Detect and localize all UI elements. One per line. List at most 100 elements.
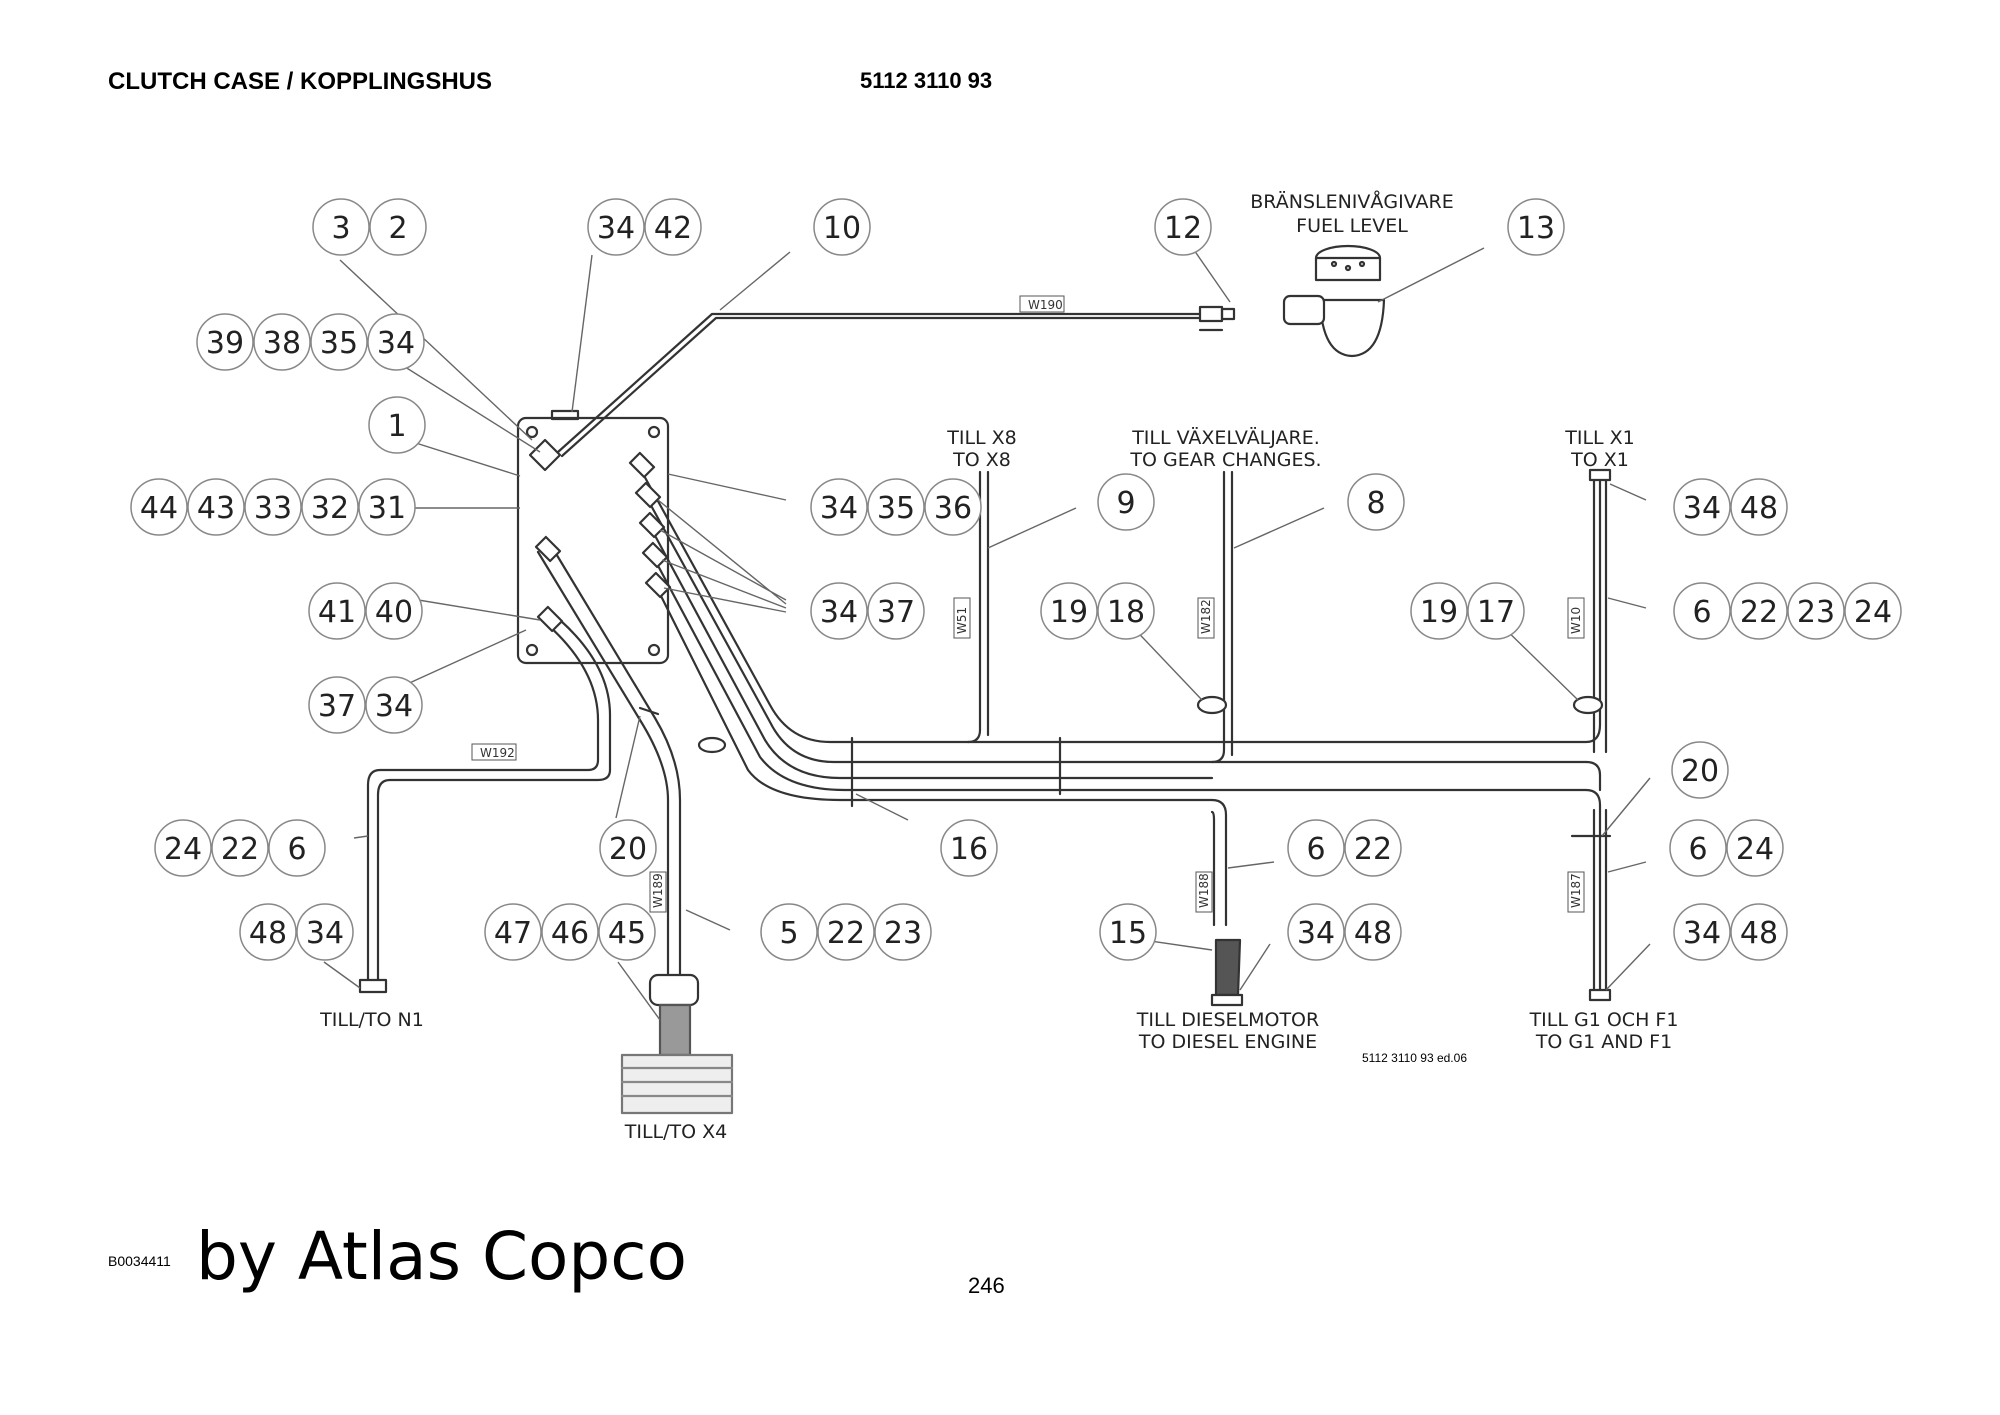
balloon-circle: [1287, 903, 1345, 961]
balloon-number: 24: [164, 832, 202, 867]
wire-label: W189: [651, 873, 665, 908]
clutch-case-box: [516, 416, 670, 665]
balloon-circle: [154, 819, 212, 877]
balloon-number: 34: [597, 211, 635, 246]
balloon-circle: [1673, 582, 1731, 640]
balloon-circle: [365, 676, 423, 734]
balloon-number: 17: [1477, 595, 1515, 630]
balloon-number: 37: [318, 689, 356, 724]
balloon-number: 34: [820, 595, 858, 630]
balloon-number: 22: [827, 916, 865, 951]
balloon-circle: [308, 676, 366, 734]
balloon-number: 23: [1797, 595, 1835, 630]
balloon-circle: [867, 478, 925, 536]
balloon-circle: [130, 478, 188, 536]
balloon-circle: [813, 198, 871, 256]
balloon-circle: [1344, 903, 1402, 961]
balloon-number: 20: [609, 832, 647, 867]
label-fuel-level-sv: BRÄNSLENIVÅGIVARE: [1250, 190, 1453, 213]
balloon-number: 18: [1107, 595, 1145, 630]
wire-label: W188: [1197, 873, 1211, 908]
balloon-circle: [867, 582, 925, 640]
balloon-number: 5: [779, 916, 798, 951]
balloon-number: 1: [387, 409, 406, 444]
balloon-number: 32: [311, 491, 349, 526]
balloon-number: 22: [221, 832, 259, 867]
label-x8-en: TO X8: [952, 449, 1011, 471]
balloon-circle: [296, 903, 354, 961]
balloon-number: 46: [551, 916, 589, 951]
balloon-circle: [310, 313, 368, 371]
balloon-circle: [1673, 478, 1731, 536]
label-x4: TILL/TO X4: [624, 1121, 728, 1143]
balloon-number: 35: [877, 491, 915, 526]
balloon-circle: [239, 903, 297, 961]
balloon-circle: [1097, 473, 1155, 531]
part-number: 5112 3110 93: [860, 68, 993, 93]
wire-label: W190: [1028, 298, 1063, 312]
balloon-circle: [1726, 819, 1784, 877]
label-g1-en: TO G1 AND F1: [1535, 1031, 1672, 1053]
balloon-number: 15: [1109, 916, 1147, 951]
balloon-number: 9: [1116, 486, 1135, 521]
balloon-number: 24: [1736, 832, 1774, 867]
balloon-circle: [1344, 819, 1402, 877]
balloon-number: 37: [877, 595, 915, 630]
drawing-reference: 5112 3110 93 ed.06: [1362, 1051, 1467, 1065]
balloon-circle: [1040, 582, 1098, 640]
balloon-number: 20: [1681, 754, 1719, 789]
balloon-circle: [874, 903, 932, 961]
balloon-number: 3: [331, 211, 350, 246]
balloon-number: 16: [950, 832, 988, 867]
brand-text: by Atlas Copco: [196, 1218, 687, 1295]
balloon-circle: [1467, 582, 1525, 640]
balloon-number: 34: [1297, 916, 1335, 951]
balloon-circle: [211, 819, 269, 877]
balloon-circle: [484, 903, 542, 961]
page-number: 246: [968, 1273, 1005, 1298]
balloon-circle: [358, 478, 416, 536]
balloon-number: 23: [884, 916, 922, 951]
balloon-circle: [244, 478, 302, 536]
balloon-number: 38: [263, 326, 301, 361]
wire-label: W187: [1569, 873, 1583, 908]
balloon-circle: [369, 198, 427, 256]
balloon-circle: [541, 903, 599, 961]
balloon-circle: [598, 903, 656, 961]
balloon-number: 36: [934, 491, 972, 526]
balloon-circle: [1730, 478, 1788, 536]
balloon-number: 13: [1517, 211, 1555, 246]
balloon-circle: [301, 478, 359, 536]
balloon-number: 10: [823, 211, 861, 246]
balloon-number: 48: [249, 916, 287, 951]
balloon-number: 8: [1366, 486, 1385, 521]
balloon-number: 34: [1683, 916, 1721, 951]
wire-label: W192: [480, 746, 515, 760]
balloon-circle: [1730, 582, 1788, 640]
label-x8-sv: TILL X8: [946, 427, 1017, 449]
balloon-circle: [760, 903, 818, 961]
balloon-number: 31: [368, 491, 406, 526]
balloon-number: 6: [287, 832, 306, 867]
balloon-number: 19: [1050, 595, 1088, 630]
balloon-circle: [367, 313, 425, 371]
label-x1-en: TO X1: [1570, 449, 1629, 471]
balloon-number: 12: [1164, 211, 1202, 246]
balloon-number: 45: [608, 916, 646, 951]
balloon-circle: [1410, 582, 1468, 640]
balloon-circle: [187, 478, 245, 536]
balloon-circle: [312, 198, 370, 256]
balloon-number: 34: [306, 916, 344, 951]
cable-bundle: [640, 470, 1602, 744]
label-g1-sv: TILL G1 OCH F1: [1529, 1009, 1679, 1031]
balloon-circle: [308, 582, 366, 640]
balloon-number: 34: [375, 689, 413, 724]
wire-label: W51: [955, 607, 969, 634]
balloon-number: 6: [1306, 832, 1325, 867]
balloon-number: 43: [197, 491, 235, 526]
balloon-number: 47: [494, 916, 532, 951]
balloon-circle: [599, 819, 657, 877]
balloon-number: 19: [1420, 595, 1458, 630]
